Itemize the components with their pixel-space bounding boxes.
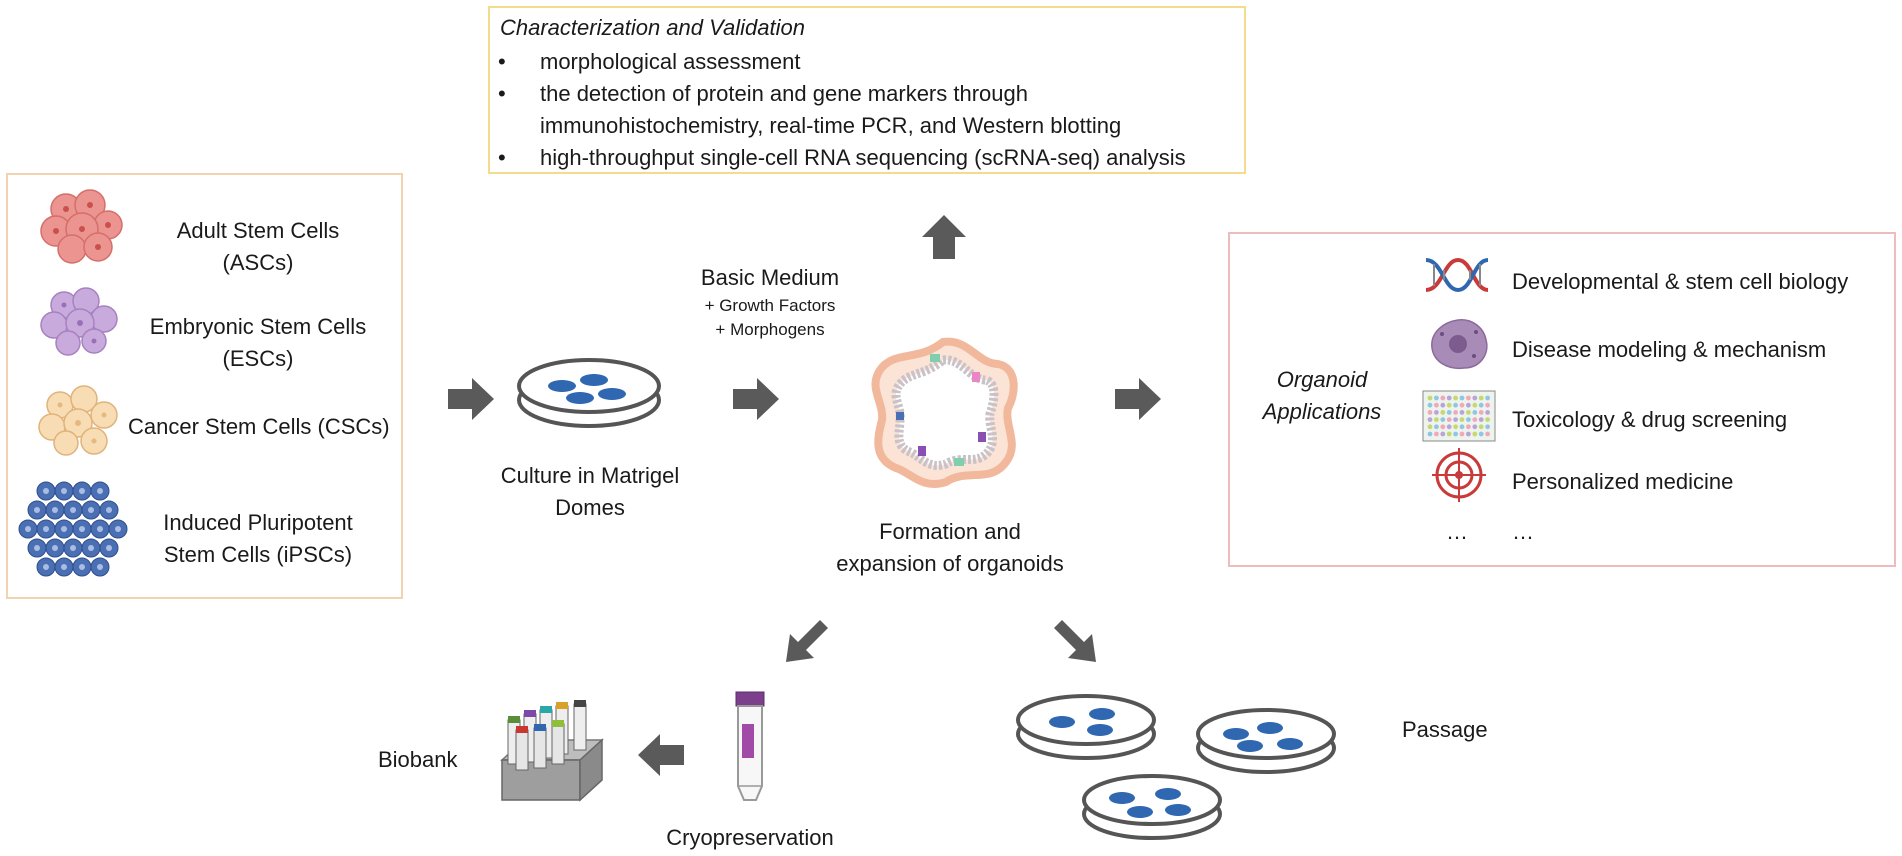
basic-medium-title: Basic Medium xyxy=(700,265,840,290)
arrow-down-left-icon xyxy=(782,620,828,666)
embryonic-stem-cell-icon xyxy=(38,287,122,357)
char-item-markers-line1: the detection of protein and gene marker… xyxy=(540,81,1028,106)
organoid-label-line1: Formation and xyxy=(879,519,1021,544)
cryopreservation-label: Cryopreservation xyxy=(666,825,834,850)
arrow-right-icon xyxy=(1115,378,1161,420)
app-item-toxicology: Toxicology & drug screening xyxy=(1512,407,1788,432)
arrow-up-icon xyxy=(922,215,966,259)
embryonic-stem-cells-label: Embryonic Stem Cells xyxy=(149,314,367,339)
organoid-label-line2: expansion of organoids xyxy=(836,551,1064,576)
organoid-icon xyxy=(858,328,1028,498)
passage-dish-icon xyxy=(1080,772,1224,844)
bullet: • xyxy=(498,81,506,106)
ipsc-label-line2: Stem Cells (iPSCs) xyxy=(163,542,353,567)
app-item-developmental: Developmental & stem cell biology xyxy=(1512,269,1849,294)
ipsc-label-line1: Induced Pluripotent xyxy=(163,510,353,535)
cancer-stem-cell-icon xyxy=(38,385,122,457)
characterization-box: Characterization and Validation • morpho… xyxy=(488,6,1246,174)
char-item-markers-line2: immunohistochemistry, real-time PCR, and… xyxy=(540,113,1122,138)
ellipsis-text: … xyxy=(1512,519,1534,544)
medium-morphogens: + Morphogens xyxy=(715,320,825,339)
well-plate-icon xyxy=(1422,390,1496,442)
app-item-disease: Disease modeling & mechanism xyxy=(1512,337,1827,362)
bullet: • xyxy=(498,49,506,74)
target-icon xyxy=(1432,448,1486,502)
medium-growth-factors: + Growth Factors xyxy=(704,296,836,315)
ipsc-cell-icon xyxy=(18,481,134,581)
biobank-label: Biobank xyxy=(378,747,458,772)
disease-cell-icon xyxy=(1424,316,1494,372)
applications-box: Organoid Applications Developmental & st… xyxy=(1228,232,1896,567)
applications-heading-line2: Applications xyxy=(1262,399,1382,424)
arrow-right-icon xyxy=(733,378,779,420)
adult-stem-cell-icon xyxy=(38,189,128,265)
ellipsis-icon-placeholder: … xyxy=(1446,519,1468,544)
embryonic-stem-cells-abbr: (ESCs) xyxy=(222,346,294,371)
biobank-rack-icon xyxy=(496,700,608,804)
passage-dish-icon xyxy=(1014,692,1158,764)
dna-icon xyxy=(1422,250,1492,300)
char-item-morphology: morphological assessment xyxy=(540,49,801,74)
adult-stem-cells-label: Adult Stem Cells xyxy=(176,218,340,243)
cancer-stem-cells-label: Cancer Stem Cells (CSCs) xyxy=(128,414,390,439)
adult-stem-cells-abbr: (ASCs) xyxy=(222,250,294,275)
stem-cells-box: Adult Stem Cells (ASCs) Embryonic Stem C… xyxy=(6,173,403,599)
characterization-title: Characterization and Validation xyxy=(500,15,805,40)
char-item-scrna: high-throughput single-cell RNA sequenci… xyxy=(540,145,1186,170)
passage-label: Passage xyxy=(1402,717,1488,742)
applications-heading-line1: Organoid xyxy=(1276,367,1368,392)
arrow-left-icon xyxy=(638,734,684,776)
culture-label-line1: Culture in Matrigel xyxy=(500,463,680,488)
arrow-down-right-icon xyxy=(1054,620,1100,666)
culture-dish-icon xyxy=(514,358,664,432)
app-item-personalized: Personalized medicine xyxy=(1512,469,1734,494)
arrow-right-icon xyxy=(448,378,494,420)
culture-label-line2: Domes xyxy=(555,495,625,520)
bullet: • xyxy=(498,145,506,170)
cryotube-icon xyxy=(730,690,770,812)
passage-dish-icon xyxy=(1194,706,1338,778)
